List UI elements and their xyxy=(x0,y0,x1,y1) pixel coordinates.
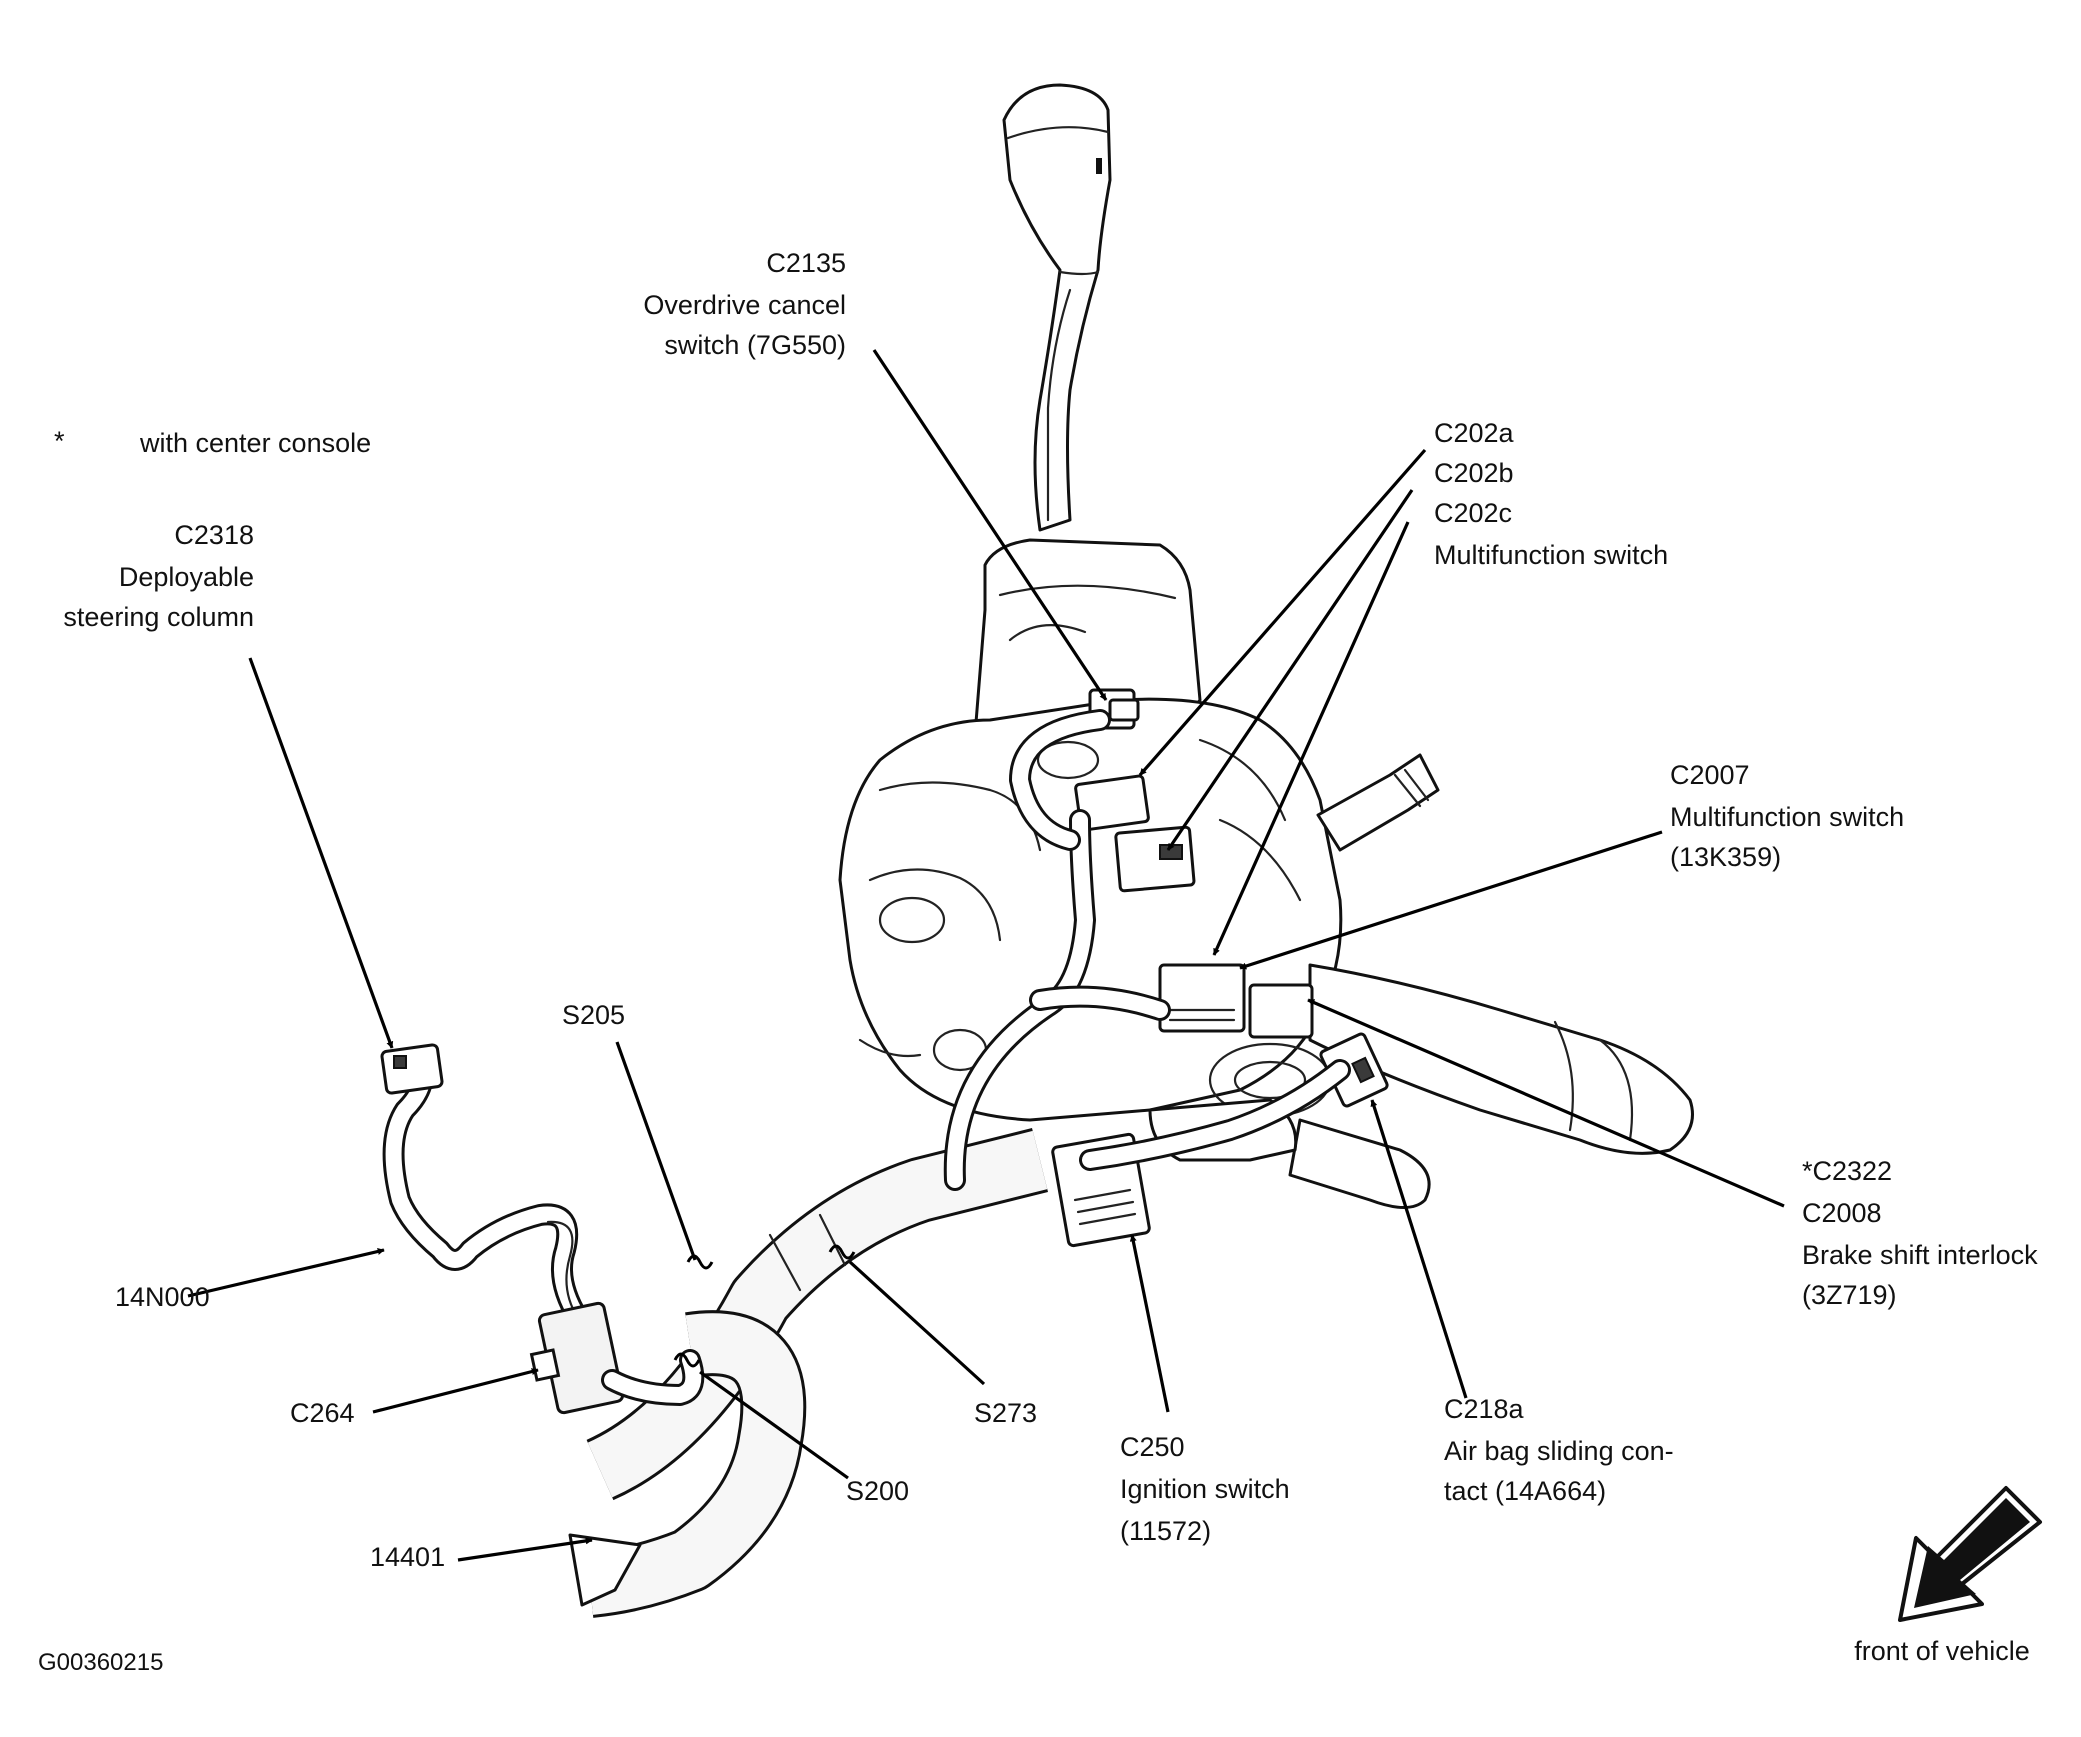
front-of-vehicle-label: front of vehicle xyxy=(1854,1636,2030,1666)
s273-splice xyxy=(828,1244,856,1260)
shift-lever xyxy=(1002,83,1112,532)
front-arrow-icon xyxy=(1898,1486,2042,1622)
label-c2322-line1: *C2322 xyxy=(1802,1156,1892,1186)
label-c250-line1: C250 xyxy=(1120,1432,1185,1462)
figure-id: G00360215 xyxy=(38,1649,163,1676)
label-c2135-line3: switch (7G550) xyxy=(664,330,846,360)
footnote-symbol: * xyxy=(54,426,65,456)
turn-signal-stalk xyxy=(1308,963,1694,1155)
label-c264: C264 xyxy=(290,1398,355,1428)
label-c2322-line4: (3Z719) xyxy=(1802,1280,1897,1310)
label-c2007-line2: Multifunction switch xyxy=(1670,802,1904,832)
label-s205: S205 xyxy=(562,1000,625,1030)
label-s200: S200 xyxy=(846,1476,909,1506)
label-c2135-line1: C2135 xyxy=(766,248,846,278)
label-c2318-line1: C2318 xyxy=(174,520,254,550)
wiper-stalk xyxy=(1316,753,1440,852)
label-c202-line3: C202c xyxy=(1434,498,1512,528)
steering-column-assembly xyxy=(838,83,1694,1209)
label-c2322-line2: C2008 xyxy=(1802,1198,1882,1228)
callout-labels: * with center console C2135 Overdrive ca… xyxy=(38,248,2038,1676)
label-c218a-line1: C218a xyxy=(1444,1394,1525,1424)
label-c202-line1: C202a xyxy=(1434,418,1515,448)
c2007-connector xyxy=(1158,963,1246,1033)
label-c2318-line3: steering column xyxy=(63,602,254,632)
label-c2318-line2: Deployable xyxy=(119,562,254,592)
c2008-connector xyxy=(1248,983,1314,1039)
leader-lines xyxy=(187,349,1785,1562)
c2318-connector xyxy=(380,1043,444,1095)
label-c218a-line2: Air bag sliding con- xyxy=(1444,1436,1674,1466)
label-c2007-line3: (13K359) xyxy=(1670,842,1781,872)
label-c250-line2: Ignition switch xyxy=(1120,1474,1290,1504)
s205-splice xyxy=(686,1254,714,1270)
label-s273: S273 xyxy=(974,1398,1037,1428)
s200-splice xyxy=(673,1352,701,1368)
label-14n000: 14N000 xyxy=(115,1282,210,1312)
wiring-harness xyxy=(380,709,1351,1618)
footnote-text: with center console xyxy=(139,428,371,458)
label-c2135-line2: Overdrive cancel xyxy=(643,290,846,320)
label-c202-line2: C202b xyxy=(1434,458,1514,488)
label-c218a-line3: tact (14A664) xyxy=(1444,1476,1606,1506)
label-c2322-line3: Brake shift interlock xyxy=(1802,1240,2038,1270)
label-14401: 14401 xyxy=(370,1542,445,1572)
lower-lever xyxy=(1288,1118,1431,1209)
label-c250-line3: (11572) xyxy=(1120,1516,1211,1546)
c202-connector-upper xyxy=(1074,774,1150,832)
label-c202-line4: Multifunction switch xyxy=(1434,540,1668,570)
label-c2007-line1: C2007 xyxy=(1670,760,1750,790)
